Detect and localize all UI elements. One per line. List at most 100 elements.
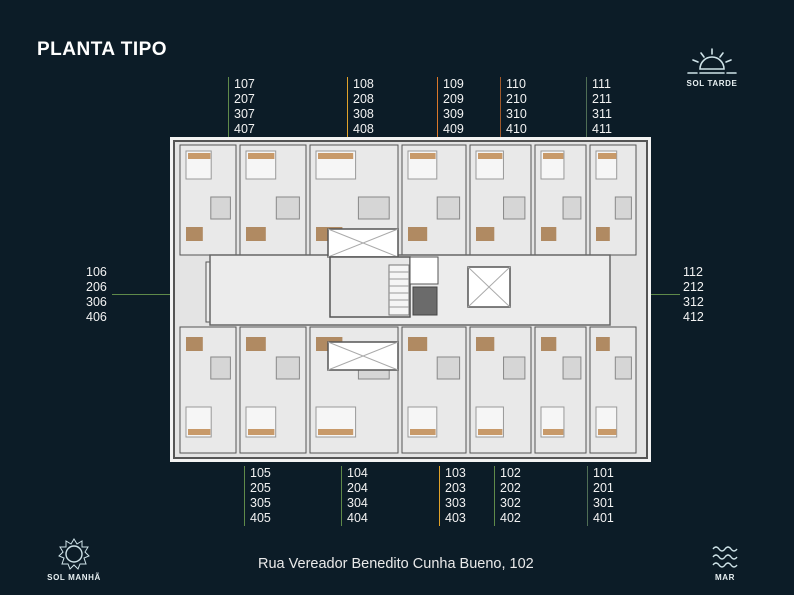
unit-number: 202: [500, 481, 521, 495]
unit-number: 304: [347, 496, 368, 510]
sol-tarde-logo: SOL TARDE: [680, 47, 744, 88]
bed-pillow: [248, 153, 275, 159]
unit-number: 106: [86, 265, 107, 279]
page-title: PLANTA TIPO: [37, 39, 168, 60]
bed-pillow: [543, 429, 564, 435]
bed-pillow: [598, 429, 617, 435]
unit-number: 107: [234, 77, 255, 91]
sofa: [503, 356, 526, 380]
sofa: [562, 196, 582, 220]
bed-pillow: [248, 429, 275, 435]
unit-number: 109: [443, 77, 464, 91]
table: [246, 337, 266, 351]
unit-number: 409: [443, 122, 464, 136]
unit-number: 203: [445, 481, 466, 495]
bed-pillow: [318, 153, 354, 159]
unit-number: 401: [593, 511, 614, 525]
unit-number: 210: [506, 92, 527, 106]
unit-number: 103: [445, 466, 466, 480]
unit-number: 307: [234, 107, 255, 121]
unit-number: 407: [234, 122, 255, 136]
unit-number: 111: [592, 77, 612, 91]
address: Rua Vereador Benedito Cunha Bueno, 102: [258, 556, 534, 572]
bed-pillow: [478, 429, 503, 435]
sol-manha-label: SOL MANHÃ: [47, 573, 101, 582]
table: [541, 337, 557, 351]
table: [408, 337, 428, 351]
sofa: [210, 356, 231, 380]
table: [186, 337, 203, 351]
sofa: [275, 356, 300, 380]
table: [596, 337, 610, 351]
unit-number: 208: [353, 92, 374, 106]
sun-icon: [58, 538, 90, 570]
sofa: [210, 196, 231, 220]
waves-icon: [712, 546, 738, 568]
table: [186, 227, 203, 241]
unit-number: 206: [86, 280, 107, 294]
bed-pillow: [188, 429, 211, 435]
floor-plan: [170, 137, 651, 462]
sol-manha-logo: SOL MANHÃ: [44, 537, 104, 582]
unit-number: 308: [353, 107, 374, 121]
unit-number: 312: [683, 295, 704, 309]
unit-number: 311: [592, 107, 612, 121]
unit-number: 408: [353, 122, 374, 136]
sofa: [357, 196, 390, 220]
elevator: [412, 286, 438, 316]
sofa: [275, 196, 300, 220]
unit-number: 204: [347, 481, 368, 495]
building-core: [327, 228, 511, 371]
sofa: [614, 356, 632, 380]
bed-pillow: [543, 153, 564, 159]
unit-number: 301: [593, 496, 614, 510]
unit-number: 102: [500, 466, 521, 480]
table: [596, 227, 610, 241]
staircase: [388, 264, 410, 316]
unit-number: 211: [592, 92, 612, 106]
unit-number: 105: [250, 466, 271, 480]
elevator-shaft: [409, 256, 439, 285]
bed-pillow: [318, 429, 354, 435]
unit-number: 302: [500, 496, 521, 510]
unit-number: 404: [347, 511, 368, 525]
unit-number: 205: [250, 481, 271, 495]
unit-number: 402: [500, 511, 521, 525]
unit-number: 406: [86, 310, 107, 324]
sofa: [503, 196, 526, 220]
apartment-units: [179, 144, 637, 454]
unit-number: 410: [506, 122, 527, 136]
unit-number: 303: [445, 496, 466, 510]
unit-number: 108: [353, 77, 374, 91]
unit-number: 309: [443, 107, 464, 121]
sofa: [436, 196, 461, 220]
bed-pillow: [478, 153, 503, 159]
unit-number: 209: [443, 92, 464, 106]
left-group-connector: [112, 294, 172, 295]
right-group-connector: [650, 294, 680, 295]
table: [476, 337, 495, 351]
unit-number: 212: [683, 280, 704, 294]
unit-number: 405: [250, 511, 271, 525]
mar-label: MAR: [714, 573, 736, 582]
unit-number: 403: [445, 511, 466, 525]
table: [246, 227, 266, 241]
bed-pillow: [188, 153, 211, 159]
table: [541, 227, 557, 241]
sofa: [614, 196, 632, 220]
unit-number: 104: [347, 466, 368, 480]
table: [476, 227, 495, 241]
unit-number: 310: [506, 107, 527, 121]
unit-number: 306: [86, 295, 107, 309]
bed-pillow: [410, 153, 436, 159]
